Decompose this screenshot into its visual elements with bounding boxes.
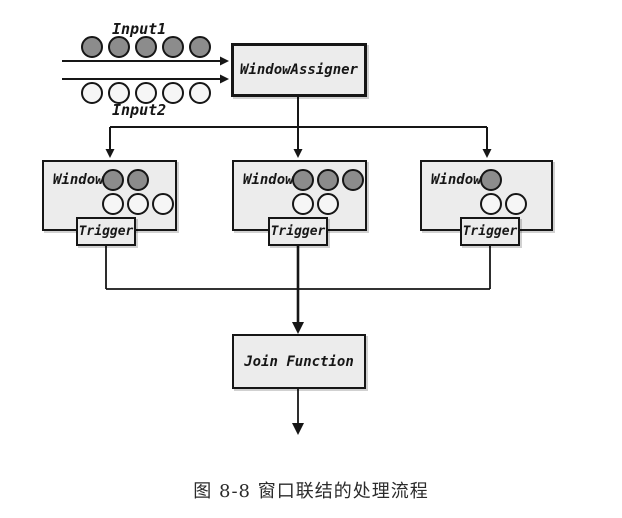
filled-dot xyxy=(342,169,364,191)
figure-caption: 图 8-8 窗口联结的处理流程 xyxy=(193,481,429,502)
join-function-label: Join Function xyxy=(244,353,354,370)
empty-dot xyxy=(480,193,502,215)
filled-dot xyxy=(135,36,157,58)
filled-dot xyxy=(81,36,103,58)
window2-label: Window xyxy=(243,172,294,188)
window3-label: Window xyxy=(431,172,482,188)
empty-dot xyxy=(135,82,157,104)
trigger-box-1: Trigger xyxy=(76,217,136,246)
empty-dot xyxy=(152,193,174,215)
filled-dot xyxy=(127,169,149,191)
trigger-box-3: Trigger xyxy=(460,217,520,246)
empty-dot xyxy=(162,82,184,104)
window1-empty-dots xyxy=(102,193,174,215)
empty-dot xyxy=(292,193,314,215)
input2-stream-dots xyxy=(81,82,211,104)
window-assigner-box: WindowAssigner xyxy=(231,43,367,97)
join-function-box: Join Function xyxy=(232,334,366,389)
input2-label: Input2 xyxy=(112,101,167,119)
empty-dot xyxy=(81,82,103,104)
filled-dot xyxy=(292,169,314,191)
window3-filled-dots xyxy=(480,169,527,191)
window3-empty-dots xyxy=(480,193,527,215)
window2-dots xyxy=(292,169,364,215)
trigger-box-2: Trigger xyxy=(268,217,328,246)
window3-dots xyxy=(480,169,527,215)
empty-dot xyxy=(317,193,339,215)
filled-dot xyxy=(480,169,502,191)
filled-dot xyxy=(108,36,130,58)
filled-dot xyxy=(189,36,211,58)
window1-filled-dots xyxy=(102,169,174,191)
empty-dot xyxy=(102,193,124,215)
trigger2-label: Trigger xyxy=(270,224,326,239)
empty-dot xyxy=(189,82,211,104)
filled-dot xyxy=(162,36,184,58)
empty-dot xyxy=(505,193,527,215)
window-assigner-label: WindowAssigner xyxy=(239,62,358,78)
window1-label: Window xyxy=(53,172,104,188)
trigger1-label: Trigger xyxy=(78,224,134,239)
input1-label: Input1 xyxy=(112,20,167,38)
trigger3-label: Trigger xyxy=(462,224,518,239)
window2-filled-dots xyxy=(292,169,364,191)
window2-empty-dots xyxy=(292,193,364,215)
window1-dots xyxy=(102,169,174,215)
filled-dot xyxy=(102,169,124,191)
input1-stream-dots xyxy=(81,36,211,58)
empty-dot xyxy=(108,82,130,104)
filled-dot xyxy=(317,169,339,191)
empty-dot xyxy=(127,193,149,215)
